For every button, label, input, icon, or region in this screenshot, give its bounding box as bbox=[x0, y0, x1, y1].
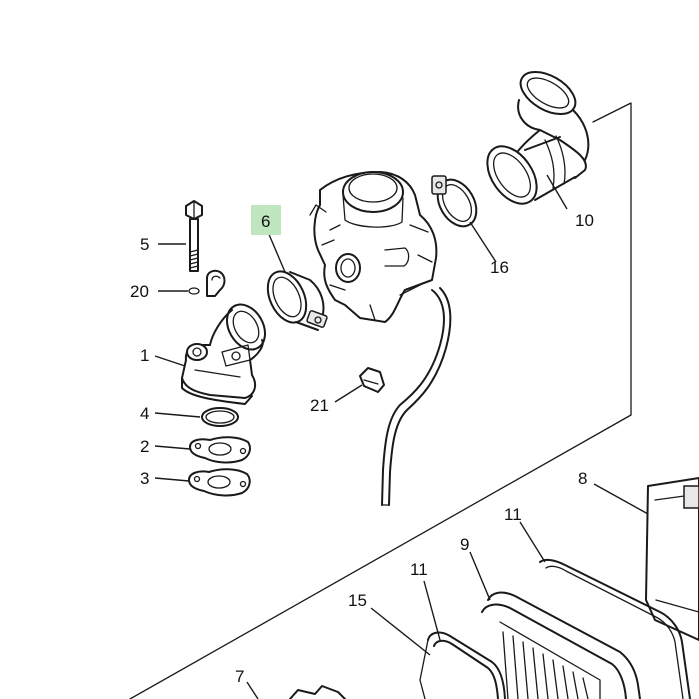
drain-hose bbox=[381, 287, 452, 506]
label-part-11-upper: 11 bbox=[504, 505, 522, 524]
intake-joint-part-10 bbox=[486, 70, 590, 205]
label-part-5: 5 bbox=[140, 235, 149, 254]
label-part-21: 21 bbox=[310, 396, 329, 415]
clamp-part-16 bbox=[431, 175, 478, 228]
label-part-10: 10 bbox=[575, 211, 594, 230]
carburetor-body bbox=[309, 171, 438, 323]
insulator-part-3 bbox=[188, 468, 251, 497]
callout-labels: 5 20 1 4 2 3 6 21 10 16 8 11 9 11 15 7 bbox=[130, 211, 594, 686]
label-part-1: 1 bbox=[140, 346, 149, 365]
label-part-7: 7 bbox=[235, 667, 244, 686]
seal-part-11-lower bbox=[419, 631, 506, 699]
bolt-part-5 bbox=[185, 200, 203, 272]
leader-lines bbox=[154, 174, 649, 699]
label-part-3: 3 bbox=[140, 469, 149, 488]
label-part-8: 8 bbox=[578, 469, 587, 488]
bracket-part-7 bbox=[289, 685, 346, 699]
highlight-box-part-6 bbox=[251, 205, 281, 235]
filter-element-part-9 bbox=[481, 591, 641, 699]
label-part-9: 9 bbox=[460, 535, 469, 554]
intake-clamp-part-6 bbox=[266, 270, 328, 331]
gasket-part-2 bbox=[189, 436, 251, 464]
label-part-20: 20 bbox=[130, 282, 149, 301]
label-part-4: 4 bbox=[140, 404, 149, 423]
label-part-2: 2 bbox=[140, 437, 149, 456]
seal-part-11-upper bbox=[539, 558, 691, 699]
label-part-11-lower: 11 bbox=[410, 560, 428, 579]
label-part-15: 15 bbox=[348, 591, 367, 610]
label-part-6: 6 bbox=[261, 212, 270, 231]
o-ring-part-4 bbox=[201, 407, 239, 427]
holder-part-20 bbox=[188, 269, 226, 297]
intake-manifold-part-1 bbox=[181, 303, 266, 405]
clip-part-21 bbox=[359, 367, 385, 393]
frame-lines bbox=[129, 102, 632, 699]
label-part-16: 16 bbox=[490, 258, 509, 277]
